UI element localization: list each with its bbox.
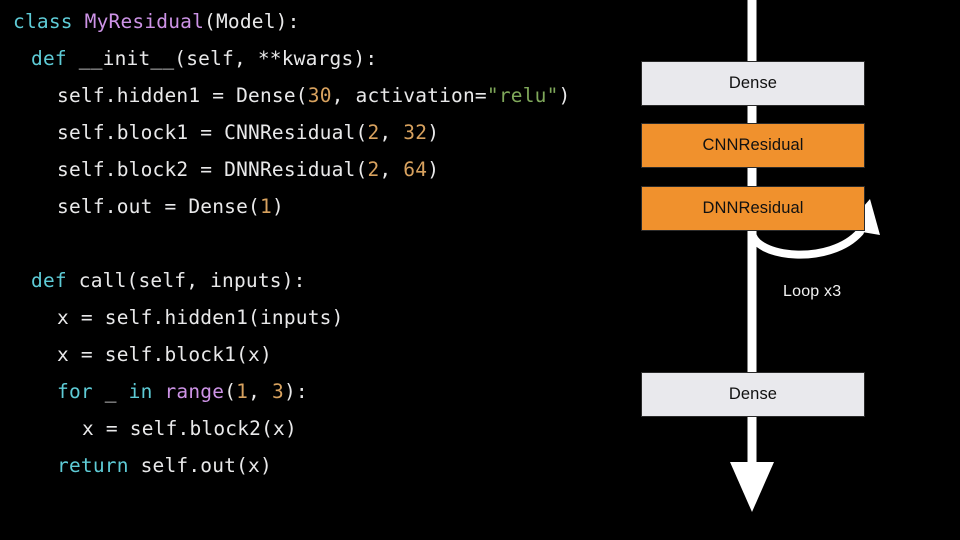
code-token: ): — [283, 380, 308, 403]
code-token: __init__(self, **kwargs): — [78, 47, 378, 70]
code-token: x = self.block1(x) — [57, 343, 272, 366]
code-token: def — [31, 269, 79, 292]
flow-output-arrowhead — [730, 462, 774, 512]
code-line: self.hidden1 = Dense(30, activation="rel… — [57, 86, 570, 106]
code-token: , — [379, 158, 404, 181]
code-token: "relu" — [486, 84, 559, 107]
flow-node-label: Dense — [728, 385, 778, 403]
code-line: return self.out(x) — [57, 456, 272, 476]
code-token: def — [31, 47, 79, 70]
flow-node-dnnresidual[interactable]: DNNResidual — [641, 186, 865, 231]
code-line: x = self.block2(x) — [82, 419, 297, 439]
flow-node-cnnresidual[interactable]: CNNResidual — [641, 123, 865, 168]
flow-node-label: CNNResidual — [702, 136, 804, 154]
code-token: x = self.hidden1(inputs) — [57, 306, 344, 329]
code-token: call(self, inputs): — [78, 269, 306, 292]
code-line: self.block2 = DNNResidual(2, 64) — [57, 160, 439, 180]
code-token: 1 — [236, 380, 249, 403]
code-token: MyResidual — [84, 10, 205, 33]
code-token: class — [13, 10, 85, 33]
code-line: self.out = Dense(1) — [57, 197, 284, 217]
code-token: in — [128, 380, 165, 403]
code-token: self.block2 = DNNResidual( — [57, 158, 368, 181]
code-token: _ — [104, 380, 129, 403]
code-token: ) — [271, 195, 284, 218]
code-token: 2 — [367, 121, 380, 144]
code-panel: class MyResidual(Model): def __init__(sel… — [13, 12, 570, 476]
code-token: 30 — [307, 84, 332, 107]
loop-arrow-curve — [748, 228, 864, 259]
code-token: self.block1 = CNNResidual( — [57, 121, 368, 144]
code-line: class MyResidual(Model): — [13, 12, 300, 32]
code-token: 2 — [367, 158, 380, 181]
code-token: 1 — [259, 195, 272, 218]
code-token: , — [379, 121, 404, 144]
code-token: x = self.block2(x) — [82, 417, 297, 440]
code-line: x = self.hidden1(inputs) — [57, 308, 344, 328]
flow-node-dense[interactable]: Dense — [641, 372, 865, 417]
flow-node-label: Dense — [728, 74, 778, 92]
code-token: 3 — [271, 380, 284, 403]
code-token: 32 — [403, 121, 428, 144]
code-token: , — [248, 380, 272, 403]
code-token: ) — [427, 158, 440, 181]
code-line: def __init__(self, **kwargs): — [31, 49, 377, 69]
code-token: self.out = Dense( — [57, 195, 260, 218]
code-token: self.out(x) — [140, 454, 272, 477]
loop-label: Loop x3 — [783, 283, 842, 300]
code-token: return — [57, 454, 141, 477]
code-token: (Model): — [204, 10, 300, 33]
code-token: 64 — [403, 158, 428, 181]
code-line: def call(self, inputs): — [31, 271, 306, 291]
code-line: x = self.block1(x) — [57, 345, 272, 365]
code-line: for _ in range(1, 3): — [57, 382, 308, 402]
flow-node-dense[interactable]: Dense — [641, 61, 865, 106]
code-token: , activation= — [331, 84, 487, 107]
code-token: self.hidden1 = Dense( — [57, 84, 308, 107]
code-token: range — [164, 380, 225, 403]
flow-node-label: DNNResidual — [702, 199, 804, 217]
code-token: for — [57, 380, 105, 403]
code-token: ) — [558, 84, 571, 107]
code-token: ( — [224, 380, 237, 403]
code-line: self.block1 = CNNResidual(2, 32) — [57, 123, 439, 143]
code-token: ) — [427, 121, 440, 144]
